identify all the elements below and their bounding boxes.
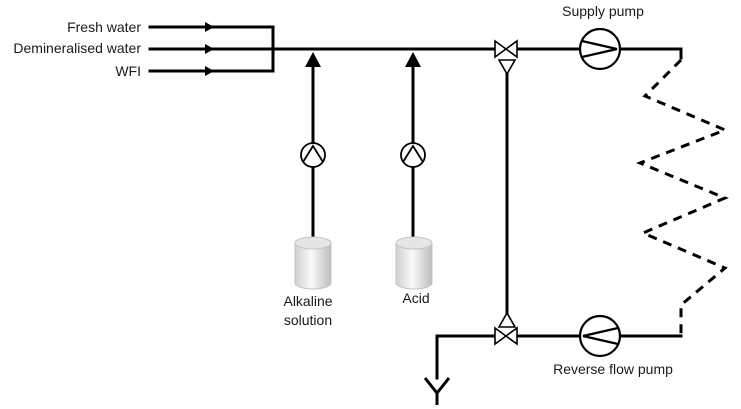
inlet-line-fresh-water	[148, 22, 275, 32]
acid-flow-arrow-icon	[405, 52, 421, 67]
branch-valve-bottom	[497, 311, 517, 328]
inlet-line-wfi	[148, 66, 275, 76]
acid-dosing-pump-icon	[400, 142, 426, 168]
acid-label: Acid	[402, 290, 429, 306]
supply-pump-icon	[578, 27, 622, 71]
supply-valve	[494, 39, 518, 59]
inlet-label-fresh-water: Fresh water	[67, 19, 141, 35]
acid-tank-icon	[395, 236, 433, 290]
supply-pump-label: Supply pump	[562, 3, 644, 19]
return-valve	[494, 326, 518, 346]
reverse-flow-pump-label: Reverse flow pump	[553, 361, 673, 377]
reverse-flow-pump-icon	[578, 314, 622, 358]
inlet-line-demineralised-water	[148, 44, 275, 54]
alkaline-flow-arrow-icon	[305, 52, 321, 67]
alkaline-label-line1: Alkaline	[283, 293, 332, 309]
inlet-label-demineralised-water: Demineralised water	[13, 40, 141, 56]
branch-valve-top	[497, 59, 517, 76]
process-line-dashed	[635, 58, 729, 336]
inlet-label-wfi: WFI	[115, 63, 141, 79]
drain-icon	[423, 377, 451, 405]
alkaline-tank-icon	[294, 236, 332, 290]
alkaline-dosing-pump-icon	[300, 142, 326, 168]
alkaline-label-line2: solution	[284, 312, 332, 328]
